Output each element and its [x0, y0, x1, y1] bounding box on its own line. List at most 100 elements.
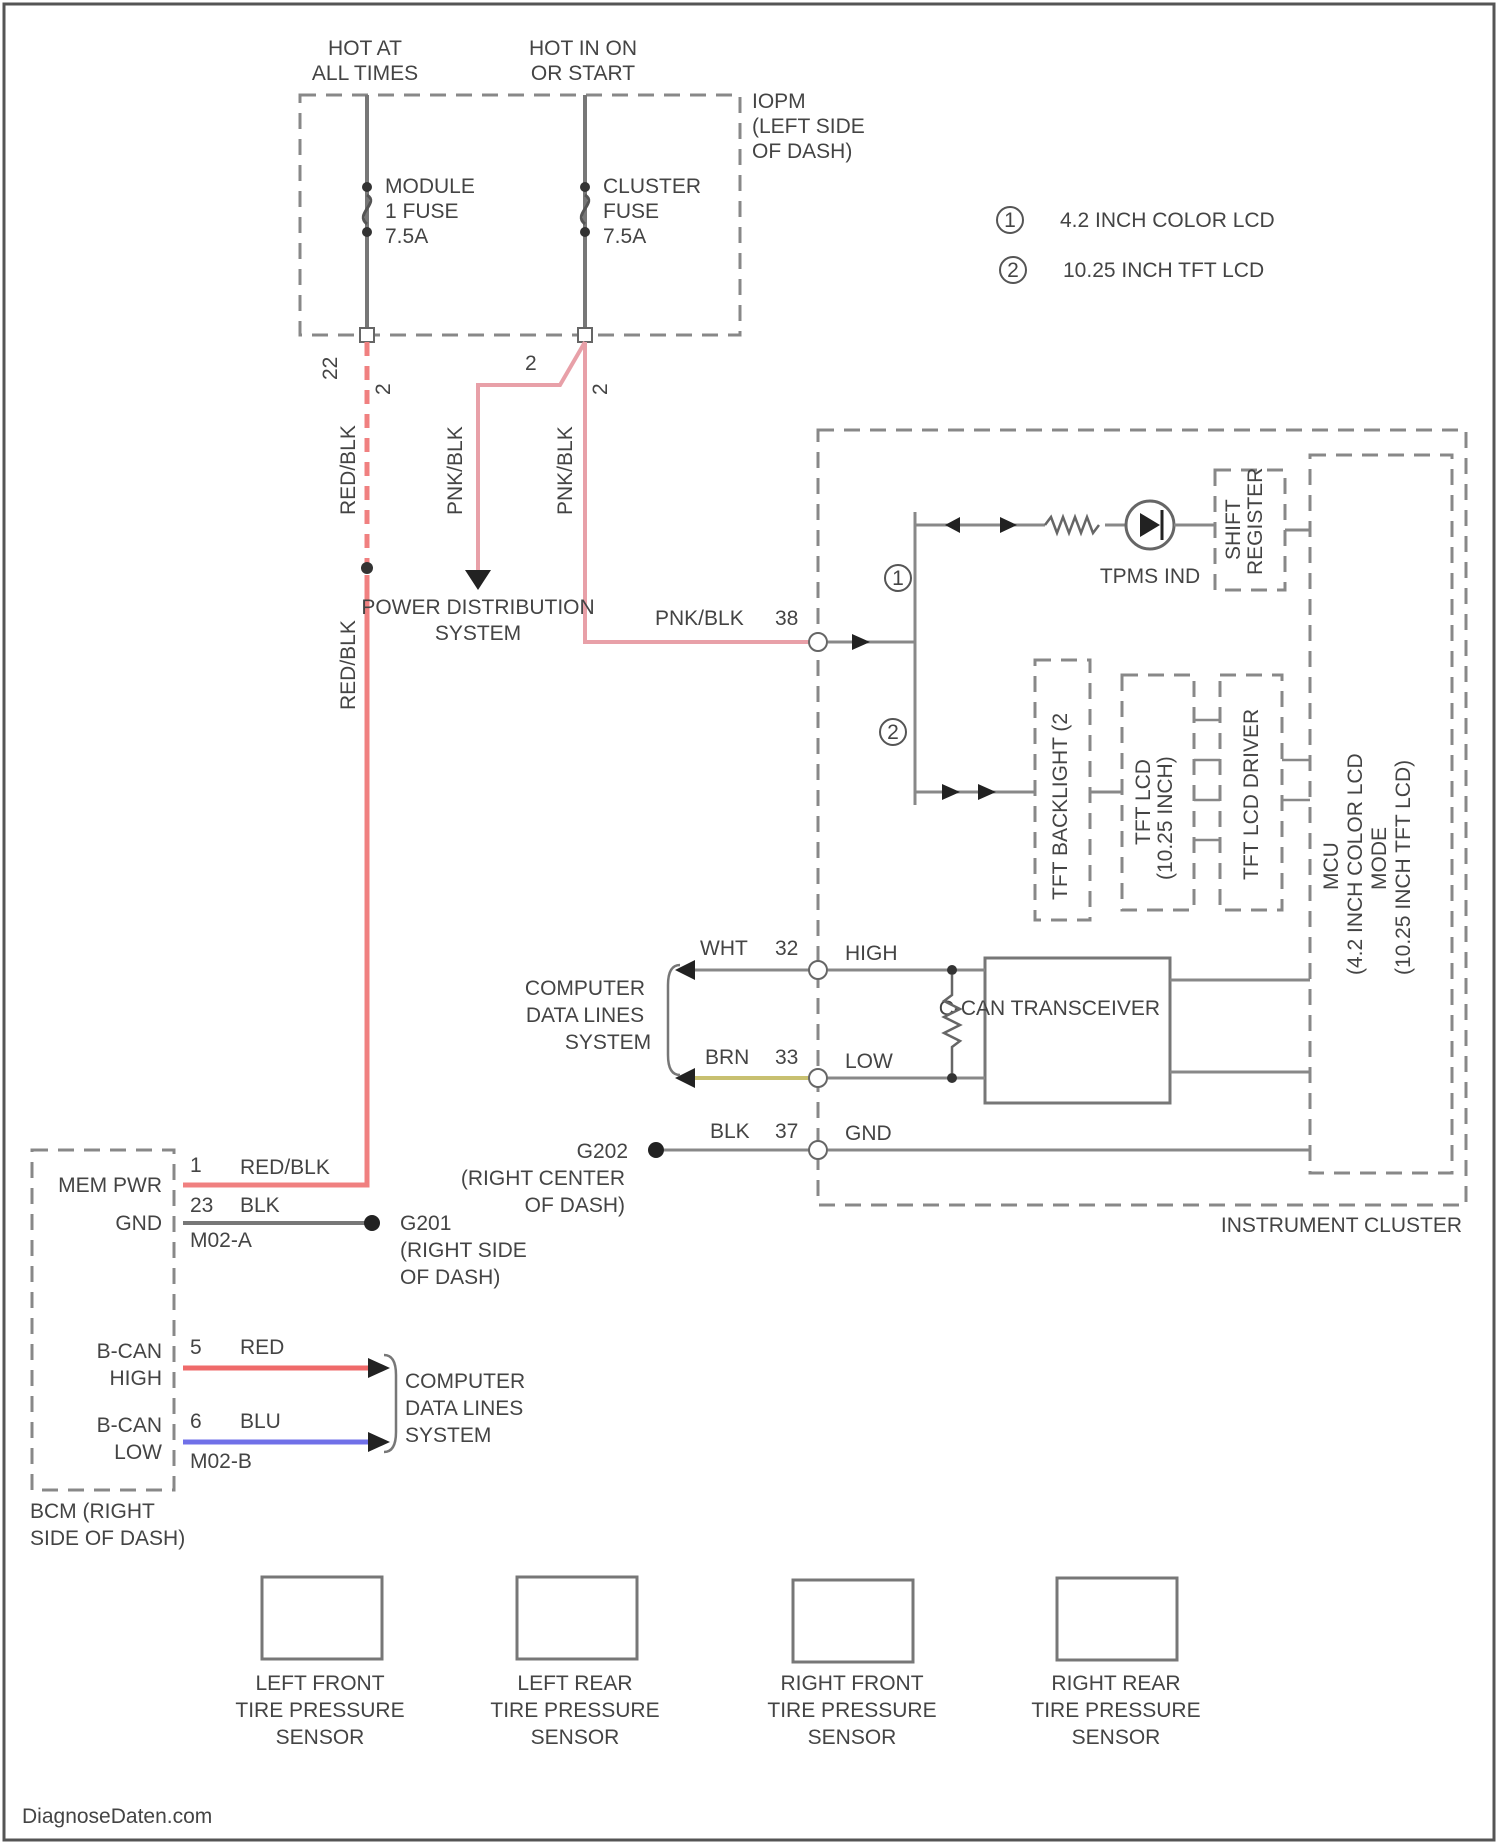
tft-lcd-label-2: (10.25 INCH) — [1154, 756, 1177, 880]
feed-arrow-icon — [852, 634, 870, 650]
bcm-title-2: SIDE OF DASH) — [30, 1527, 185, 1550]
cdls2-label-2: DATA LINES — [405, 1397, 523, 1420]
cluster-fuse-label-2: FUSE — [603, 200, 659, 223]
connector-22-num-b: 2 — [372, 383, 395, 395]
bcan-low-label-1: B-CAN — [97, 1414, 162, 1437]
module-fuse-label-3: 7.5A — [385, 225, 428, 248]
watermark: DiagnoseDaten.com — [22, 1805, 212, 1828]
sensor-right-front-box — [793, 1580, 913, 1662]
shift-register-label-2: REGISTER — [1244, 468, 1267, 575]
sensor-left-front-label-1: LEFT FRONT — [255, 1672, 384, 1695]
cluster-fuse-terminal-bottom — [580, 227, 590, 237]
cluster-fuse-label-1: CLUSTER — [603, 175, 701, 198]
bcan-high-arrow-icon — [368, 1358, 390, 1378]
legend-text-1: 4.2 INCH COLOR LCD — [1060, 209, 1275, 232]
can-low-splice — [947, 1073, 957, 1083]
mcu-box — [1310, 455, 1452, 1173]
g201-label-3: OF DASH) — [400, 1266, 500, 1289]
branch-mark-1-num: 1 — [892, 567, 904, 590]
bcm-mem-pwr: MEM PWR — [58, 1174, 162, 1197]
bcm-red-blk-label: RED/BLK — [240, 1156, 330, 1179]
module-fuse-label-2: 1 FUSE — [385, 200, 459, 223]
tft-driver-links — [1282, 760, 1310, 800]
pds-arrow-icon — [465, 570, 491, 590]
sensor-left-front-box — [262, 1577, 382, 1659]
ccan-transceiver-label: C-CAN TRANSCEIVER — [939, 997, 1160, 1020]
mcu-label-4: (10.25 INCH TFT LCD) — [1392, 760, 1415, 975]
connector-38-pin — [809, 633, 827, 651]
shift-register-label-1: SHIFT — [1222, 499, 1245, 560]
cdls2-label-3: SYSTEM — [405, 1424, 491, 1447]
sensor-right-front-label-2: TIRE PRESSURE — [767, 1699, 936, 1722]
legend-mark-1-num: 1 — [1004, 209, 1016, 232]
connector-22-num: 22 — [319, 357, 342, 380]
sensor-right-rear-label-1: RIGHT REAR — [1051, 1672, 1180, 1695]
sensor-right-front-label-3: SENSOR — [808, 1726, 897, 1749]
pnk-blk-label-3: PNK/BLK — [655, 607, 744, 630]
instrument-cluster-title: INSTRUMENT CLUSTER — [1221, 1214, 1462, 1237]
hot-at-all-times-line2: ALL TIMES — [312, 62, 418, 85]
tpms-label: TPMS IND — [1100, 565, 1200, 588]
sensor-left-front-label-3: SENSOR — [276, 1726, 365, 1749]
tft-arrow-1-icon — [942, 784, 960, 800]
module-fuse-terminal-bottom — [362, 227, 372, 237]
connector-33: 33 — [775, 1046, 798, 1069]
pnk-blk-label-2: PNK/BLK — [554, 426, 577, 515]
bcan-high-label-2: HIGH — [110, 1367, 163, 1390]
wht-label: WHT — [700, 937, 748, 960]
bcan-low-arrow-icon — [368, 1432, 390, 1452]
connector-38: 38 — [775, 607, 798, 630]
tft-lcd-label-1: TFT LCD — [1132, 759, 1155, 845]
can-high-splice — [947, 965, 957, 975]
bcm-box — [32, 1150, 174, 1490]
connector-6: 6 — [190, 1410, 202, 1433]
mcu-label-1: MCU — [1320, 842, 1343, 890]
cluster-fuse-label-3: 7.5A — [603, 225, 646, 248]
pnk-blk-label-1: PNK/BLK — [444, 426, 467, 515]
connector-23: 23 — [190, 1194, 213, 1217]
connector-22 — [360, 328, 374, 342]
sensor-right-front-label-1: RIGHT FRONT — [780, 1672, 923, 1695]
m02b-label: M02-B — [190, 1450, 252, 1473]
sensor-right-rear-label-3: SENSOR — [1072, 1726, 1161, 1749]
sensor-right-rear-label-2: TIRE PRESSURE — [1031, 1699, 1200, 1722]
wht-arrow-icon — [675, 960, 695, 980]
sensor-left-rear-label-3: SENSOR — [531, 1726, 620, 1749]
tft-lcd-links — [1194, 720, 1220, 840]
hot-in-on-line1: HOT IN ON — [529, 37, 637, 60]
tpms-resistor-icon — [1045, 517, 1099, 533]
g202-label-3: OF DASH) — [525, 1194, 625, 1217]
m02a-label: M02-A — [190, 1229, 252, 1252]
module-fuse-terminal-top — [362, 182, 372, 192]
iopm-label-1: IOPM — [752, 90, 806, 113]
tft-lcd-driver-label: TFT LCD DRIVER — [1240, 709, 1263, 880]
can-low-label: LOW — [845, 1050, 893, 1073]
hot-at-all-times-line1: HOT AT — [328, 37, 402, 60]
legend-mark-2-num: 2 — [1007, 259, 1019, 282]
g201-label-1: G201 — [400, 1212, 451, 1235]
tpms-arrow-right-icon — [1000, 517, 1017, 533]
tft-backlight-label: TFT BACKLIGHT (2 — [1049, 713, 1072, 900]
connector-2 — [578, 328, 592, 342]
iopm-label-2: (LEFT SIDE — [752, 115, 865, 138]
brn-label: BRN — [705, 1046, 749, 1069]
splice-red-blk — [361, 562, 373, 574]
pds-label-2: SYSTEM — [435, 622, 521, 645]
sensor-right-rear-box — [1057, 1578, 1177, 1660]
sensor-left-rear-label-2: TIRE PRESSURE — [490, 1699, 659, 1722]
pnk-blk-wire-cluster — [585, 342, 810, 642]
connector-33-pin — [809, 1069, 827, 1087]
ccan-transceiver-box — [985, 958, 1170, 1103]
sensor-left-front-label-2: TIRE PRESSURE — [235, 1699, 404, 1722]
tft-arrow-2-icon — [978, 784, 996, 800]
connector-32: 32 — [775, 937, 798, 960]
sensor-left-rear-label-1: LEFT REAR — [517, 1672, 632, 1695]
red-blk-label-1: RED/BLK — [337, 425, 360, 515]
connector-37: 37 — [775, 1120, 798, 1143]
red-blk-label-2: RED/BLK — [337, 620, 360, 710]
connector-2-num-b: 2 — [589, 383, 612, 395]
bcan-low-label-2: LOW — [114, 1441, 162, 1464]
legend-text-2: 10.25 INCH TFT LCD — [1063, 259, 1264, 282]
bcm-title-1: BCM (RIGHT — [30, 1500, 155, 1523]
